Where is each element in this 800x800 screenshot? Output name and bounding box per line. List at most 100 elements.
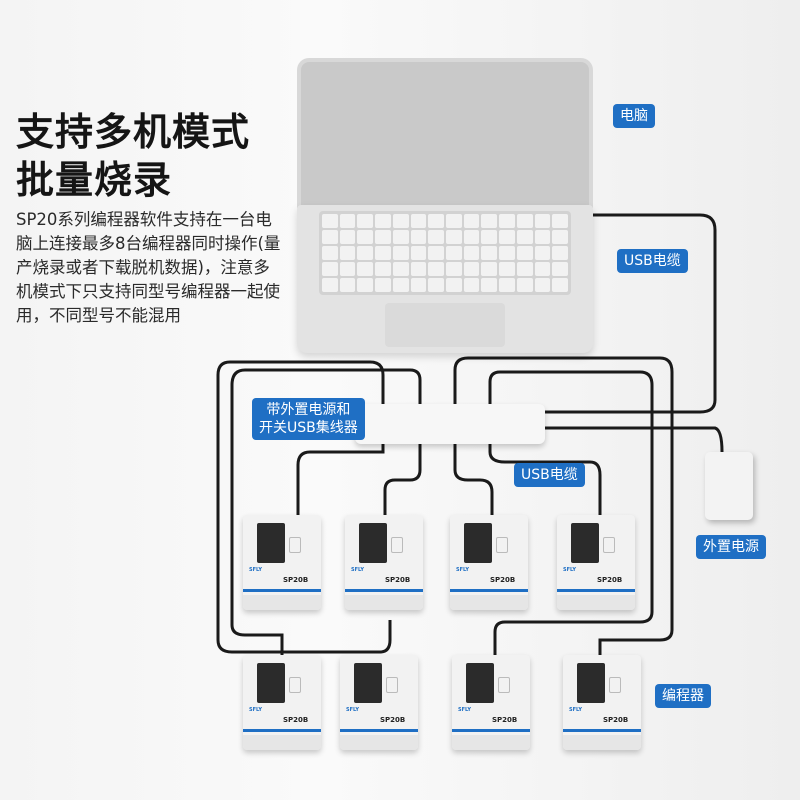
accent-stripe: [450, 589, 528, 592]
programmer-device: SFLY SP20B: [243, 655, 321, 750]
key: [392, 230, 409, 244]
key: [410, 246, 427, 260]
lock-icon: [386, 677, 398, 693]
programmer-brand: SFLY: [456, 567, 470, 573]
key: [481, 230, 498, 244]
programmer-brand: SFLY: [458, 707, 472, 713]
key: [339, 214, 356, 228]
key: [534, 262, 551, 276]
key: [339, 230, 356, 244]
key: [516, 214, 533, 228]
programmer-base: [450, 595, 528, 610]
programmer-device: SFLY SP20B: [243, 515, 321, 610]
lock-icon: [289, 537, 301, 553]
key: [481, 262, 498, 276]
headline-line-1: 支持多机模式: [16, 110, 251, 154]
programmer-model: SP20B: [603, 716, 629, 724]
key: [392, 246, 409, 260]
key: [375, 262, 391, 276]
programmer-model: SP20B: [597, 576, 623, 584]
key: [534, 278, 551, 292]
zif-socket: [571, 523, 599, 563]
key: [516, 230, 533, 244]
programmer-device: SFLY SP20B: [345, 515, 423, 610]
lock-icon: [496, 537, 508, 553]
key: [499, 246, 515, 260]
key: [481, 246, 498, 260]
key: [410, 278, 427, 292]
key: [410, 214, 427, 228]
description: SP20系列编程器软件支持在一台电脑上连接最多8台编程器同时操作(量产烧录或者下…: [16, 210, 281, 325]
key: [375, 246, 391, 260]
programmer-device: SFLY SP20B: [450, 515, 528, 610]
key: [428, 214, 444, 228]
lock-icon: [391, 537, 403, 553]
programmer-base: [345, 595, 423, 610]
programmer-brand: SFLY: [346, 707, 360, 713]
zif-socket: [577, 663, 605, 703]
accent-stripe: [243, 589, 321, 592]
key: [463, 246, 480, 260]
key: [516, 262, 533, 276]
key: [428, 262, 444, 276]
programmer-brand: SFLY: [569, 707, 583, 713]
key: [322, 214, 338, 228]
key: [428, 278, 444, 292]
key: [357, 214, 374, 228]
headline: 支持多机模式 批量烧录: [16, 108, 250, 204]
key: [534, 214, 551, 228]
key: [375, 230, 391, 244]
programmer-brand: SFLY: [563, 567, 577, 573]
key: [499, 262, 515, 276]
key: [463, 230, 480, 244]
key: [534, 230, 551, 244]
external-power-supply: [705, 452, 753, 520]
programmer-device: SFLY SP20B: [563, 655, 641, 750]
programmer-model: SP20B: [492, 716, 518, 724]
key: [428, 246, 444, 260]
lock-icon: [609, 677, 621, 693]
key: [322, 246, 338, 260]
key: [339, 278, 356, 292]
lock-icon: [603, 537, 615, 553]
key: [499, 230, 515, 244]
keyboard: [319, 211, 571, 295]
trackpad: [385, 303, 505, 347]
lock-icon: [289, 677, 301, 693]
label-usb-hub: 带外置电源和 开关USB集线器: [252, 398, 365, 440]
key: [552, 246, 568, 260]
key: [339, 262, 356, 276]
key: [516, 278, 533, 292]
key: [534, 246, 551, 260]
zif-socket: [359, 523, 387, 563]
key: [552, 278, 568, 292]
key: [446, 278, 462, 292]
key: [357, 262, 374, 276]
programmer-brand: SFLY: [249, 707, 263, 713]
label-programmer: 编程器: [655, 684, 711, 708]
key: [375, 278, 391, 292]
key: [446, 230, 462, 244]
key: [410, 262, 427, 276]
key: [516, 246, 533, 260]
key: [446, 262, 462, 276]
key: [552, 262, 568, 276]
accent-stripe: [340, 729, 418, 732]
key: [392, 278, 409, 292]
key: [392, 214, 409, 228]
key: [481, 278, 498, 292]
key: [357, 230, 374, 244]
key: [552, 214, 568, 228]
label-usb-hub-line-1: 带外置电源和: [266, 402, 351, 418]
laptop-screen: [297, 58, 593, 208]
label-usb-hub-line-2: 开关USB集线器: [259, 420, 358, 436]
zif-socket: [354, 663, 382, 703]
key: [446, 246, 462, 260]
lock-icon: [498, 677, 510, 693]
programmer-brand: SFLY: [351, 567, 365, 573]
accent-stripe: [345, 589, 423, 592]
programmer-device: SFLY SP20B: [557, 515, 635, 610]
zif-socket: [257, 663, 285, 703]
key: [357, 278, 374, 292]
